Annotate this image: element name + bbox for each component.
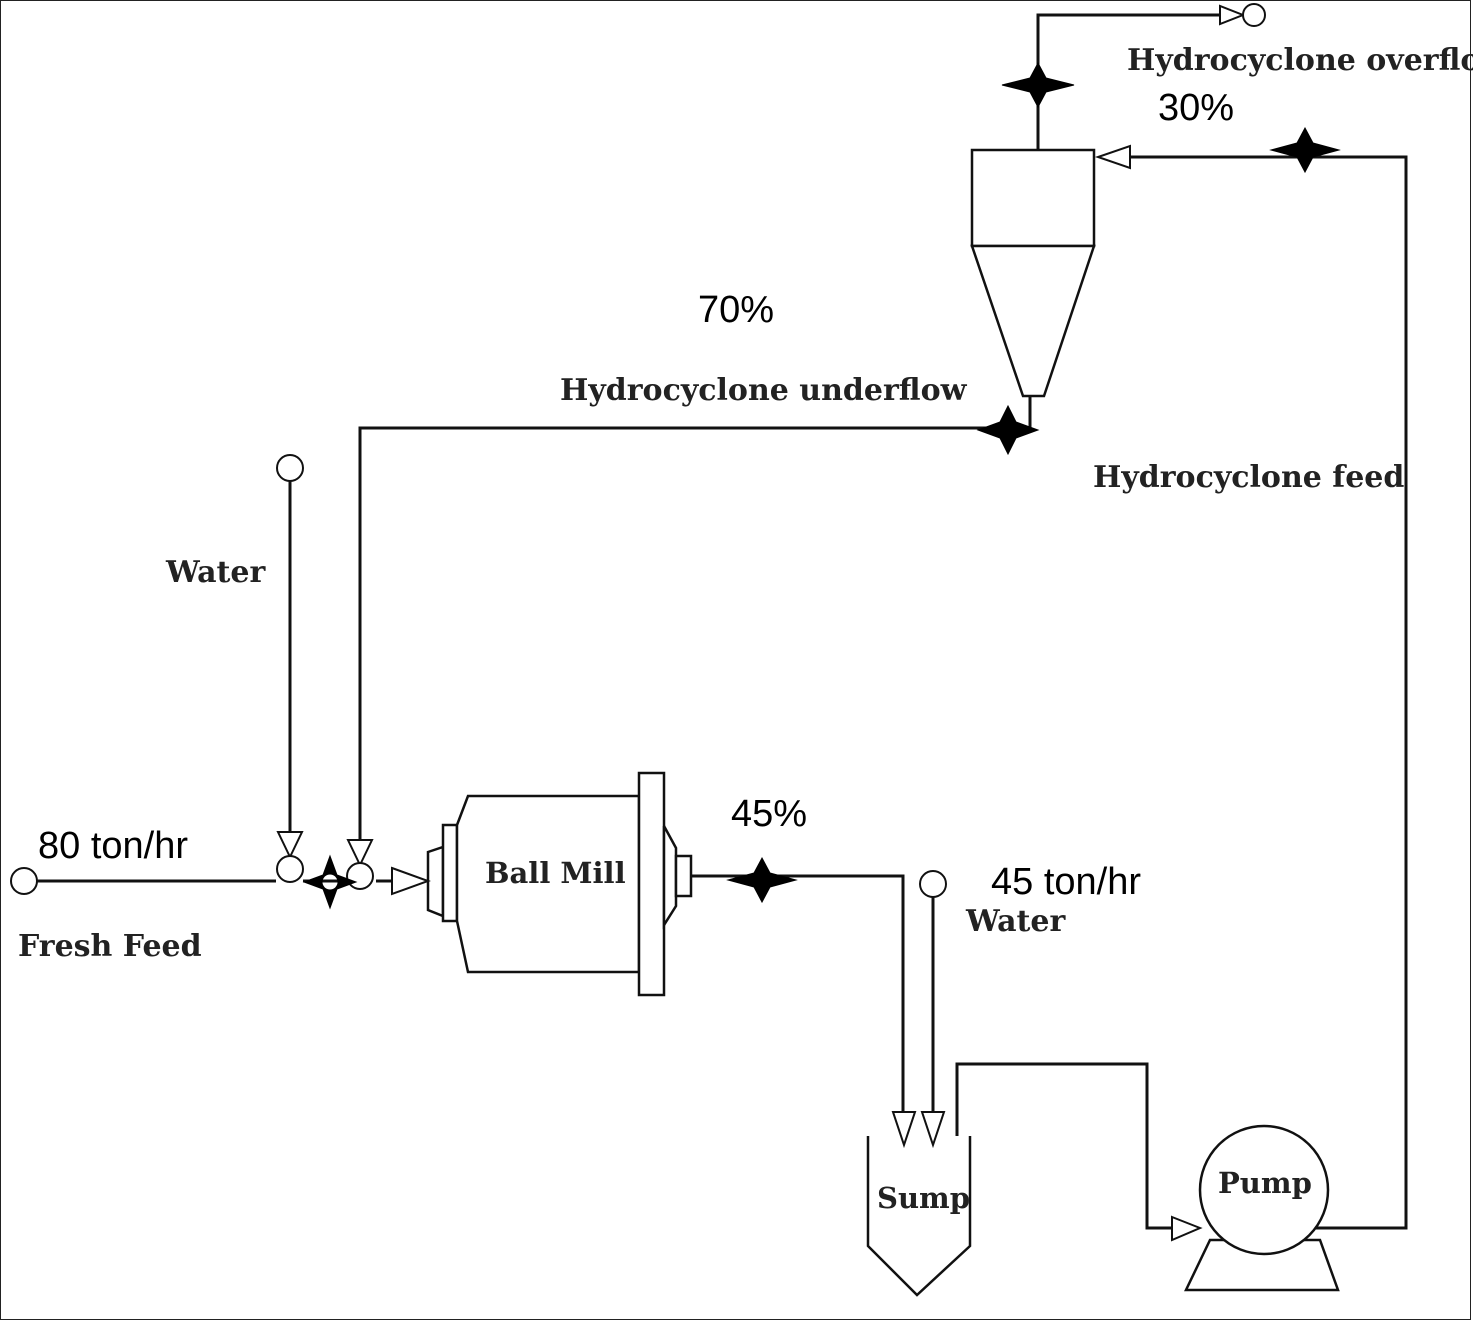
sump-to-pump-pipe	[955, 1062, 1172, 1230]
pump-inlet-arrow	[1171, 1215, 1203, 1242]
mill-feed-arrow	[391, 866, 431, 896]
water-mill-arrow	[276, 831, 304, 860]
hydrocyclone	[970, 148, 1096, 398]
underflow-label: Hydrocyclone underflow	[560, 373, 968, 408]
overflow-label: Hydrocyclone overflow	[1127, 43, 1473, 78]
water-sump-rate-label: 45 ton/hr	[991, 861, 1141, 903]
fresh-feed-rate-label: 80 ton/hr	[38, 825, 188, 867]
overflow-sensor-icon	[1001, 61, 1075, 109]
cyclone-inlet-arrow	[1094, 144, 1131, 170]
cyclone-feed-label: Hydrocyclone feed	[1093, 460, 1404, 495]
water-mill-source-node	[276, 454, 304, 482]
mill-discharge-pipe	[691, 874, 905, 1112]
sump-inlet-arrow-2	[920, 1111, 946, 1149]
underflow-junction-node	[346, 862, 374, 890]
water-mill-label: Water	[165, 555, 266, 590]
underflow-pipe	[358, 396, 1032, 840]
pump	[1184, 1124, 1340, 1292]
pump-label: Pump	[1218, 1166, 1312, 1200]
fresh-feed-label: Fresh Feed	[18, 929, 202, 964]
underflow-sensor-icon	[976, 404, 1040, 456]
water-sump-label: Water	[965, 904, 1066, 939]
underflow-return-arrow	[346, 839, 374, 868]
fresh-feed-source-node	[10, 867, 38, 895]
water-mill-junction-node	[276, 855, 304, 883]
mill-discharge-sensor-icon	[726, 856, 798, 904]
ball-mill-label: Ball Mill	[485, 856, 626, 890]
sump-tank	[866, 1136, 972, 1297]
mill-discharge-percent-label: 45%	[731, 793, 807, 835]
overflow-outlet-node	[1242, 3, 1266, 27]
overflow-percent-label: 30%	[1158, 87, 1234, 129]
underflow-percent-label: 70%	[698, 289, 774, 331]
overflow-outlet-arrow	[1219, 4, 1246, 26]
ball-mill	[426, 771, 693, 997]
mill-feed-sensor-icon	[302, 854, 358, 910]
water-sump-source-node	[919, 870, 947, 898]
cyclone-feed-pipe	[1130, 155, 1408, 1230]
cyclone-feed-sensor-icon	[1269, 126, 1341, 174]
sump-label: Sump	[877, 1181, 970, 1215]
sump-inlet-arrow-1	[891, 1111, 917, 1149]
